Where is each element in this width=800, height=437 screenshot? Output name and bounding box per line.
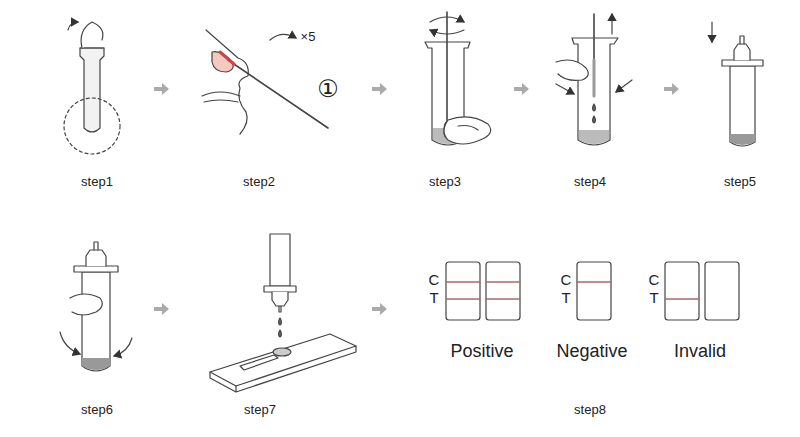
- line-label: T: [429, 290, 438, 307]
- step-label: step1: [81, 175, 113, 189]
- step4-tube: [556, 14, 632, 145]
- line-label: C: [429, 272, 440, 289]
- repeat-count: ×5: [301, 30, 316, 44]
- step7-cassette: [210, 234, 356, 392]
- step-label: step4: [574, 175, 606, 189]
- flow-arrows: [154, 83, 679, 315]
- line-label: T: [649, 290, 658, 307]
- line-label: C: [561, 272, 572, 289]
- step2-nose: [202, 30, 328, 134]
- result-label: Invalid: [674, 342, 726, 362]
- line-label: C: [649, 272, 660, 289]
- step-label: step5: [724, 175, 756, 189]
- step6-tube: [60, 242, 132, 371]
- step-label: step8: [574, 403, 606, 417]
- result-label: Negative: [556, 342, 627, 362]
- result-strips: [446, 262, 739, 320]
- result-label: Positive: [450, 342, 513, 362]
- step5-tube: [712, 22, 763, 146]
- step-label: step6: [81, 403, 113, 417]
- step1-tube: [64, 22, 120, 154]
- step-label: step7: [244, 403, 276, 417]
- step-label: step2: [243, 175, 275, 189]
- callout-number: ①: [317, 76, 339, 102]
- line-label: T: [561, 290, 570, 307]
- step-label: step3: [429, 175, 461, 189]
- step3-tube: [425, 12, 491, 145]
